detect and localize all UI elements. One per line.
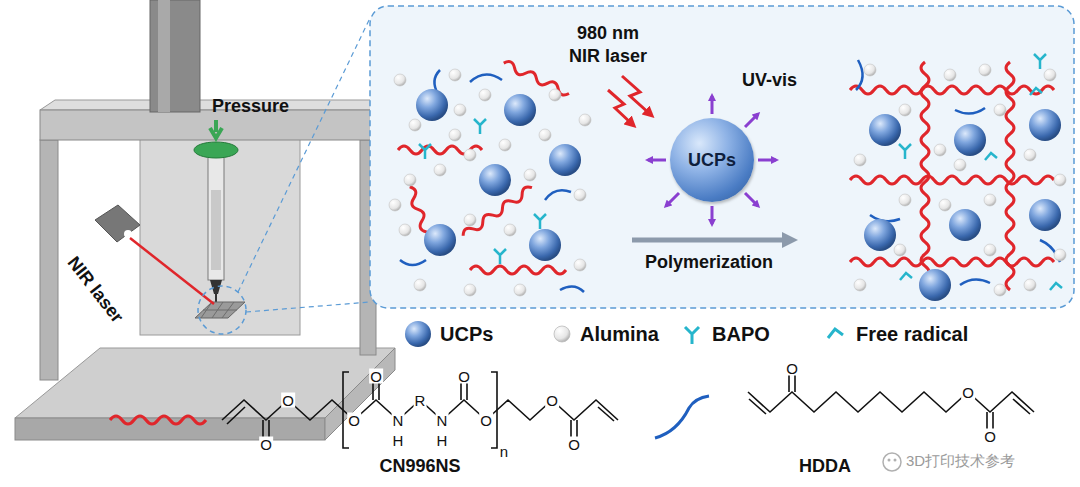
legend-text: Alumina: [580, 322, 659, 346]
resin-after: [850, 54, 1066, 301]
atom-label: O: [785, 361, 799, 376]
atom-label: O: [479, 413, 493, 428]
compound-name: HDDA: [799, 456, 851, 478]
annotation: Polymerization: [645, 252, 773, 274]
watermark-icon: [883, 453, 901, 471]
annotation: NIR laser: [62, 253, 127, 328]
atom-label: O: [983, 429, 997, 444]
atom-label: O: [457, 369, 471, 384]
compound-name: CN996NS: [379, 456, 460, 478]
atom-label: R: [414, 393, 427, 408]
atom-label: N: [392, 413, 405, 428]
atom-label: O: [961, 385, 975, 400]
annotation: 980 nm NIR laser: [560, 22, 656, 69]
atom-label: O: [259, 437, 273, 452]
hdda-structure: [748, 375, 1034, 429]
node-text: UCPs: [688, 150, 736, 171]
atom-label: O: [347, 413, 361, 428]
printer-illustration: [15, 0, 410, 440]
atom-label: N: [436, 413, 449, 428]
legend-text: UCPs: [440, 322, 493, 346]
atom-label: O: [369, 369, 383, 384]
cn996ns-structure: [222, 372, 618, 448]
annotation: Pressure: [212, 96, 289, 118]
watermark: 3D打印技术参考: [906, 452, 1015, 470]
monomer-sample: [655, 396, 709, 438]
atom-label: H: [392, 433, 405, 448]
oligomer-sample: [110, 416, 206, 424]
legend-text: BAPO: [712, 322, 770, 346]
upconversion-scheme: [608, 76, 792, 240]
resin-before: [389, 59, 591, 296]
atom-label: O: [567, 437, 581, 452]
annotation: UV-vis: [742, 70, 797, 92]
atom-label: O: [545, 393, 559, 408]
legend-symbols: [405, 321, 843, 347]
atom-label: H: [436, 433, 449, 448]
zoom-panel: [370, 6, 1074, 308]
particle-node: UCPs: [670, 118, 754, 202]
atom-label: O: [281, 393, 295, 408]
legend-text: Free radical: [856, 322, 968, 346]
repeat-index: n: [499, 444, 509, 459]
